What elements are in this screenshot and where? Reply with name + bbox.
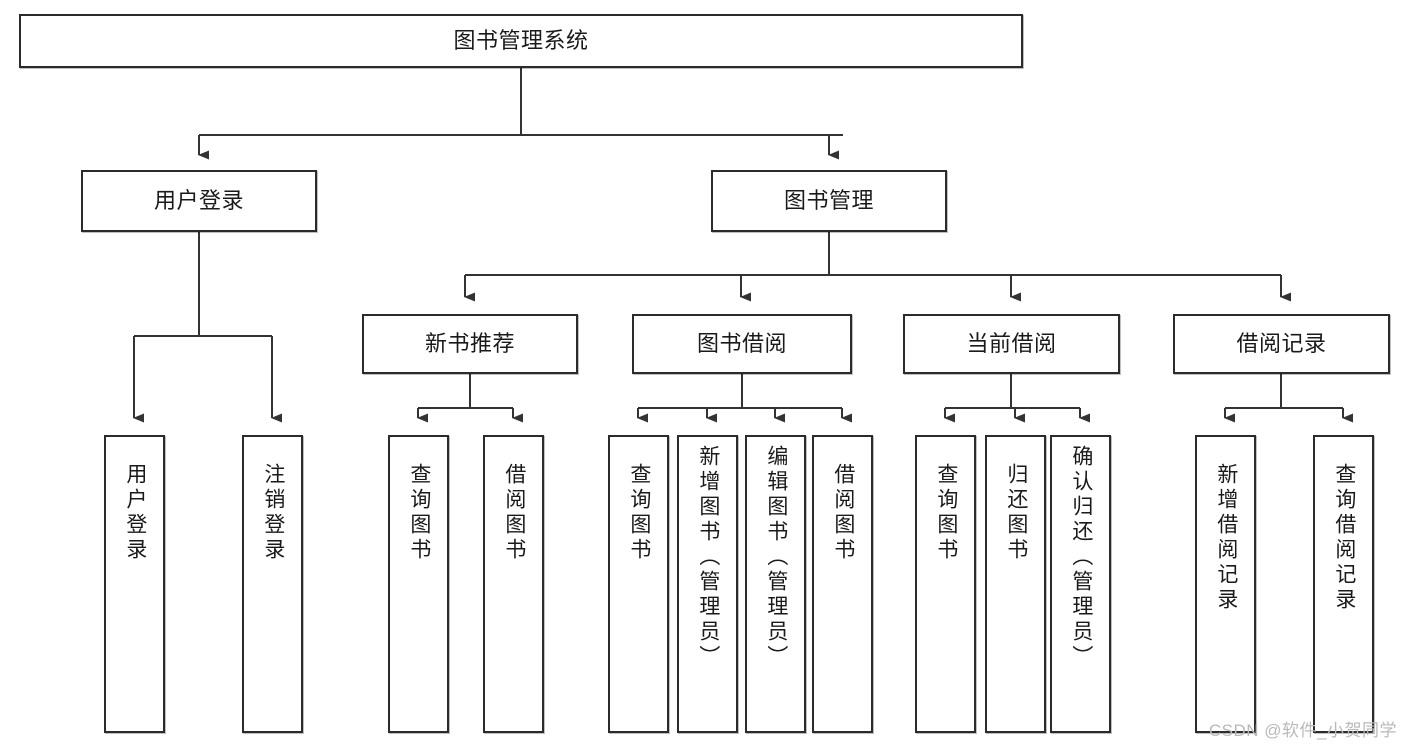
leaf-query-record-label: 查询借阅记录	[1332, 463, 1356, 613]
leaf-query-book-2-label: 查询图书	[627, 463, 651, 563]
node-book-manage-label: 图书管理	[783, 188, 874, 214]
leaf-query-book-3-label: 查询图书	[934, 463, 958, 563]
node-user-login[interactable]: 用户登录	[81, 170, 317, 232]
node-current-borrow-label: 当前借阅	[966, 331, 1057, 357]
leaf-confirm-return[interactable]: 确认归还（管理员）	[1050, 435, 1111, 733]
leaf-borrow-book-2-label: 借阅图书	[831, 463, 855, 563]
leaf-add-book[interactable]: 新增图书（管理员）	[677, 435, 738, 733]
leaf-user-logout-label: 注销登录	[261, 463, 285, 563]
node-book-borrow-label: 图书借阅	[696, 331, 787, 357]
leaf-add-record[interactable]: 新增借阅记录	[1195, 435, 1256, 733]
node-root[interactable]: 图书管理系统	[19, 14, 1023, 68]
node-book-borrow[interactable]: 图书借阅	[632, 314, 852, 374]
leaf-user-login-label: 用户登录	[123, 463, 147, 563]
leaf-return-book[interactable]: 归还图书	[985, 435, 1046, 733]
node-new-book-recommend-label: 新书推荐	[424, 331, 515, 357]
leaf-borrow-book-1[interactable]: 借阅图书	[483, 435, 544, 733]
leaf-query-book-1[interactable]: 查询图书	[388, 435, 449, 733]
leaf-user-login[interactable]: 用户登录	[104, 435, 165, 733]
node-user-login-label: 用户登录	[153, 188, 244, 214]
node-borrow-record-label: 借阅记录	[1236, 331, 1327, 357]
node-book-manage[interactable]: 图书管理	[711, 170, 947, 232]
node-current-borrow[interactable]: 当前借阅	[903, 314, 1120, 374]
node-new-book-recommend[interactable]: 新书推荐	[362, 314, 578, 374]
leaf-add-record-label: 新增借阅记录	[1214, 463, 1238, 613]
leaf-return-book-label: 归还图书	[1004, 463, 1028, 563]
leaf-confirm-return-label: 确认归还（管理员）	[1069, 445, 1093, 670]
leaf-user-logout[interactable]: 注销登录	[242, 435, 303, 733]
leaf-query-book-2[interactable]: 查询图书	[608, 435, 669, 733]
leaf-query-book-3[interactable]: 查询图书	[915, 435, 976, 733]
leaf-query-book-1-label: 查询图书	[407, 463, 431, 563]
leaf-edit-book-label: 编辑图书（管理员）	[764, 445, 788, 670]
leaf-borrow-book-1-label: 借阅图书	[502, 463, 526, 563]
leaf-query-record[interactable]: 查询借阅记录	[1313, 435, 1374, 733]
leaf-borrow-book-2[interactable]: 借阅图书	[812, 435, 873, 733]
leaf-edit-book[interactable]: 编辑图书（管理员）	[745, 435, 806, 733]
node-borrow-record[interactable]: 借阅记录	[1173, 314, 1390, 374]
node-root-label: 图书管理系统	[453, 28, 589, 54]
leaf-add-book-label: 新增图书（管理员）	[696, 445, 720, 670]
